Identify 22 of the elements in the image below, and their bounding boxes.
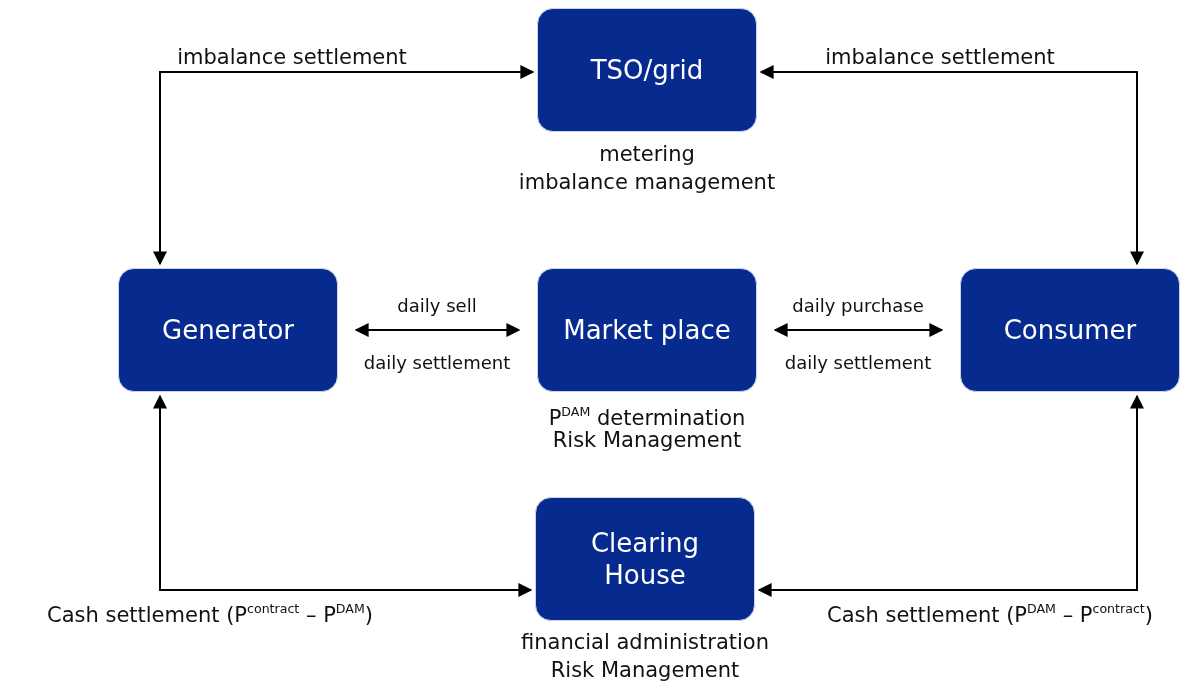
node-title: TSO/grid [590, 53, 704, 87]
edge-label: Cash settlement (P$^{contract}$ – P$^{DAM}$) [47, 601, 373, 627]
node-title: Clearing House [589, 526, 701, 592]
node-caption: metering [599, 141, 695, 168]
process-box [537, 268, 757, 392]
double-arrow [153, 394, 533, 597]
process-box [118, 268, 338, 392]
node-caption: financial administration [521, 629, 769, 656]
double-arrow [354, 323, 521, 337]
node-caption: imbalance management [518, 169, 776, 196]
double-arrow [153, 65, 535, 266]
process-box [537, 8, 757, 132]
double-arrow [759, 65, 1144, 266]
node-title: Market place [563, 313, 731, 347]
process-box [960, 268, 1180, 392]
double-arrow [757, 394, 1144, 597]
node-title: Generator [162, 313, 294, 347]
node-title: Consumer [1003, 313, 1137, 347]
node-caption: Risk Management [550, 657, 740, 683]
double-arrow [773, 323, 944, 337]
edge-label: Cash settlement (P$^{DAM}$ – P$^{contract}$) [827, 601, 1153, 627]
process-box [535, 497, 755, 621]
